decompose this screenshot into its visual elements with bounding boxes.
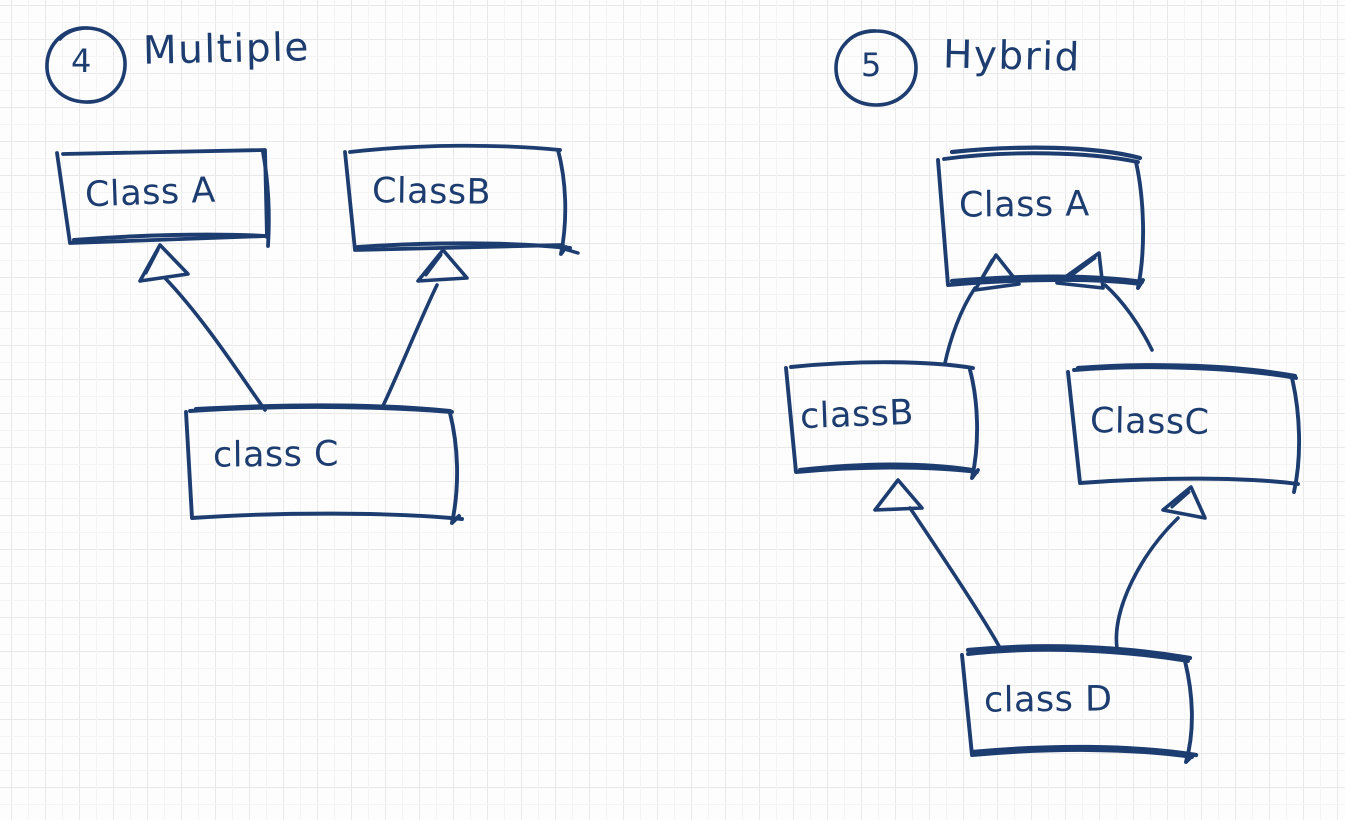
badge-circle-5 (834, 29, 918, 107)
box-m-c-outline (184, 405, 464, 521)
box-h-d-bottom-stroke (971, 744, 1199, 758)
arrow-h-c-to-a-head (1055, 251, 1105, 290)
box-m-c-top-stroke (194, 403, 452, 413)
box-h-a-top-stroke (949, 145, 1143, 161)
box-h-d-right-edge (1183, 659, 1195, 764)
arrow-h-d-to-c-head (1161, 485, 1207, 520)
box-m-a-bottom-stroke (72, 232, 266, 242)
arrow-h-b-to-a-head-tick (978, 258, 994, 283)
box-h-a-bottom-stroke (949, 274, 1145, 285)
box-h-d-outline (960, 647, 1194, 759)
box-h-c-outline (1066, 365, 1300, 486)
arrow-m-c-to-a-head (138, 243, 190, 283)
arrow-m-c-to-b-shaft (380, 283, 439, 410)
arrow-h-c-to-a-head-tick (1066, 256, 1097, 280)
box-h-b-outline (784, 360, 979, 474)
arrow-m-c-to-a-shaft (163, 276, 267, 412)
box-h-a-outline (936, 151, 1142, 287)
box-m-b-bottom-stroke (356, 241, 572, 250)
arrow-h-d-to-c-shaft (1114, 516, 1180, 650)
box-m-b-right-edge (556, 148, 568, 256)
box-h-c-right-edge (1290, 376, 1302, 494)
badge-circle-4 (45, 26, 127, 104)
box-m-a-outline (55, 148, 269, 245)
box-h-a-right-edge (1134, 160, 1146, 290)
box-m-c-right-edge (448, 411, 461, 525)
arrow-m-c-to-a-head-tick (144, 248, 160, 275)
arrow-m-c-to-b-head (416, 248, 469, 283)
arrow-m-c-to-b-head-tick (424, 253, 443, 277)
arrow-h-c-to-a-shaft (1103, 283, 1154, 352)
arrow-h-b-to-a-shaft (943, 286, 977, 365)
box-m-a-right-edge (261, 150, 271, 248)
box-m-b-overshoot (559, 246, 580, 255)
arrow-h-b-to-a-head (973, 253, 1021, 292)
arrow-h-d-to-b-shaft (908, 506, 1002, 650)
arrow-h-d-to-c-head-tick (1170, 490, 1191, 509)
box-m-b-outline (343, 143, 565, 252)
box-h-b-right-edge (968, 368, 980, 480)
arrow-h-d-to-b-head-tick (878, 482, 897, 505)
arrow-h-d-to-b-head (873, 478, 924, 512)
box-h-b-bottom-stroke (797, 462, 975, 473)
box-h-d-top-stroke (965, 644, 1193, 661)
box-h-c-top-stroke (1075, 363, 1298, 379)
